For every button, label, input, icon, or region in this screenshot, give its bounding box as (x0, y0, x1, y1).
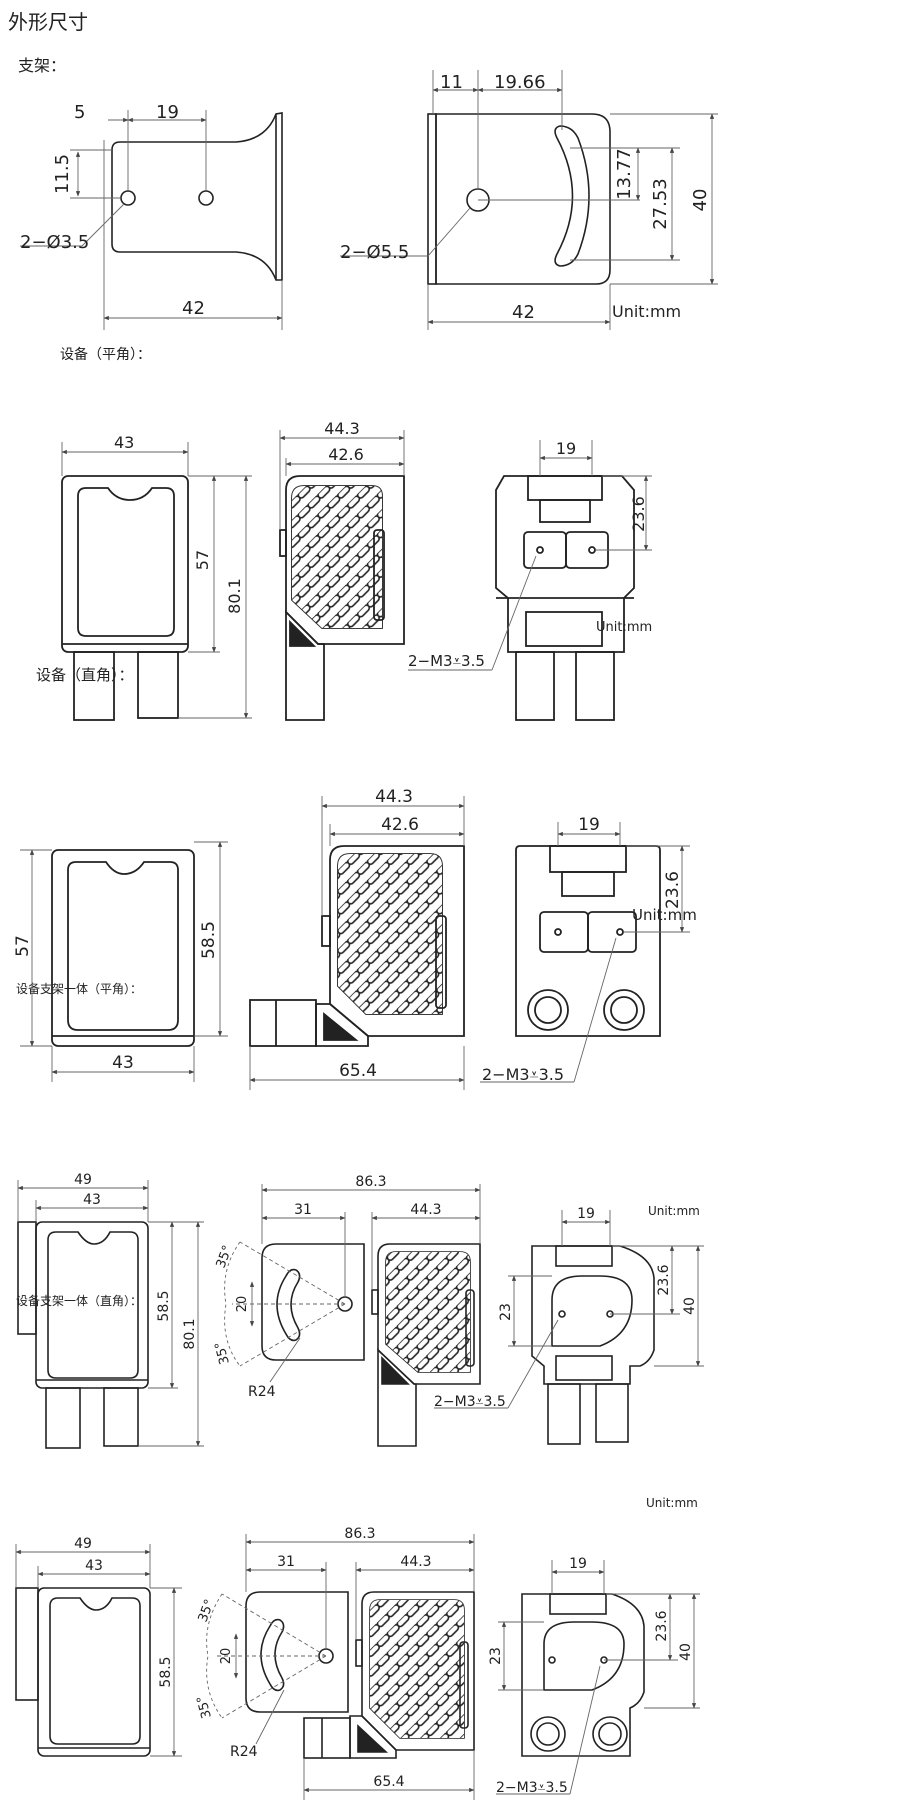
dim-right-43: 43 (112, 1053, 134, 1073)
combo-flat-side-view (261, 1243, 481, 1447)
dim-right-58-5: 58.5 (199, 921, 219, 959)
dim-cf-23: 23 (498, 1303, 514, 1321)
combo-flat-front-view (17, 1221, 149, 1449)
combo-right-back-dims (496, 1560, 700, 1795)
dim-cf-43: 43 (83, 1192, 101, 1208)
dim-flat-19: 19 (556, 439, 576, 458)
device-right-back-dims (480, 822, 690, 1083)
dim-cf-31: 31 (294, 1202, 312, 1218)
dim-cf-49: 49 (74, 1172, 92, 1188)
unit-label-bracket: Unit:mm (612, 302, 682, 321)
device-right-side-dims (249, 796, 465, 1090)
combo-right-front-view (15, 1587, 151, 1757)
dim-right-m3: 2−M3⩡3.5 (482, 1065, 564, 1084)
dim-cr-44-3: 44.3 (400, 1554, 431, 1570)
dim-right-42-6: 42.6 (381, 815, 419, 835)
dim-2-dia-5-5: 2−Ø5.5 (340, 242, 409, 263)
dim-cf-19: 19 (577, 1206, 595, 1222)
dim-flat-m3: 2−M3⩡3.5 (408, 652, 485, 670)
page-title: 外形尺寸 (8, 10, 88, 34)
device-flat-side-view (279, 475, 405, 721)
dim-right-65-4: 65.4 (339, 1061, 377, 1081)
combo-right-front-dims (15, 1544, 182, 1757)
dim-40: 40 (690, 189, 711, 212)
unit-label-combo-right: Unit:mm (646, 1496, 698, 1510)
dim-cr-40: 40 (678, 1643, 694, 1661)
combo-flat-side-dims (224, 1184, 481, 1383)
dim-cf-35b: 35° (212, 1340, 232, 1366)
dim-cr-19: 19 (569, 1556, 587, 1572)
device-flat-back-dims (408, 440, 652, 671)
dim-flat-42-6: 42.6 (328, 445, 364, 464)
combo-right-side-dims (206, 1534, 475, 1800)
device-right-back-view (515, 845, 661, 1037)
dim-cr-23-6: 23.6 (654, 1610, 670, 1641)
bracket-side-view (427, 113, 611, 285)
section-title-combo-flat: 设备支架一体（平角）： (16, 982, 143, 996)
section-title-bracket: 支架： (18, 56, 67, 75)
dim-right-19: 19 (578, 815, 600, 835)
combo-flat-front-dims (17, 1180, 204, 1447)
dim-flat-57: 57 (193, 550, 212, 570)
bracket-front-view (111, 112, 283, 281)
dim-cf-86-3: 86.3 (355, 1174, 386, 1190)
device-right-front-dims (20, 841, 228, 1082)
device-flat-front-dims (61, 442, 252, 719)
dim-cr-58-5: 58.5 (158, 1656, 174, 1687)
device-flat-back-view (495, 475, 635, 721)
dim-cr-86-3: 86.3 (344, 1526, 375, 1542)
dim-cr-35b: 35° (194, 1694, 214, 1720)
dim-right-44-3: 44.3 (375, 787, 413, 807)
dim-2-dia-3-5: 2−Ø3.5 (20, 232, 89, 253)
section-title-device-flat: 设备（平角）： (60, 347, 151, 363)
dim-19: 19 (156, 102, 179, 123)
dim-flat-43: 43 (114, 433, 134, 452)
dim-13-77: 13.77 (614, 148, 635, 200)
dim-cf-58-5: 58.5 (156, 1290, 172, 1321)
combo-right-side-view (245, 1591, 475, 1759)
device-flat-side-dims (279, 430, 405, 530)
dim-42-side: 42 (512, 302, 535, 323)
dim-cf-80-1: 80.1 (182, 1318, 198, 1349)
dim-cr-31: 31 (277, 1554, 295, 1570)
bracket-side-dims (340, 70, 718, 330)
dim-42-front: 42 (182, 298, 205, 319)
device-flat-front-view (61, 475, 189, 721)
unit-label-combo-flat: Unit:mm (648, 1204, 700, 1218)
dim-cf-20: 20 (235, 1296, 250, 1313)
dim-cr-20: 20 (219, 1648, 234, 1665)
dim-cr-43: 43 (85, 1558, 103, 1574)
dim-right-57: 57 (13, 935, 33, 957)
dim-11-5: 11.5 (52, 154, 73, 194)
dim-cf-m3: 2−M3⩡3.5 (434, 1394, 506, 1410)
dim-5: 5 (74, 102, 85, 123)
device-right-side-view (249, 845, 465, 1047)
dim-cr-23: 23 (488, 1647, 504, 1665)
device-right-front-view (51, 849, 195, 1047)
dim-cr-35a: 35° (196, 1597, 218, 1624)
combo-flat-back-dims (434, 1210, 704, 1409)
dim-27-53: 27.53 (650, 178, 671, 230)
dim-flat-44-3: 44.3 (324, 419, 360, 438)
dim-cf-23-6: 23.6 (656, 1264, 672, 1295)
dim-cf-40: 40 (682, 1297, 698, 1315)
dim-cf-35a: 35° (214, 1243, 236, 1270)
dim-cr-m3: 2−M3⩡3.5 (496, 1780, 568, 1796)
combo-right-back-view (521, 1593, 645, 1757)
dim-cr-49: 49 (74, 1536, 92, 1552)
dim-19-66: 19.66 (494, 72, 546, 93)
dim-cf-r24: R24 (248, 1384, 276, 1400)
dim-flat-23-6: 23.6 (629, 496, 648, 532)
dim-cf-44-3: 44.3 (410, 1202, 441, 1218)
dim-flat-80-1: 80.1 (225, 578, 244, 614)
dim-right-23-6: 23.6 (663, 871, 683, 909)
dim-11: 11 (440, 72, 463, 93)
dim-cr-r24: R24 (230, 1744, 258, 1760)
bracket-front-dims (20, 110, 283, 330)
combo-flat-back-view (531, 1245, 655, 1445)
section-title-device-right: 设备（直角）： (36, 666, 134, 684)
dim-cr-65-4: 65.4 (373, 1774, 404, 1790)
